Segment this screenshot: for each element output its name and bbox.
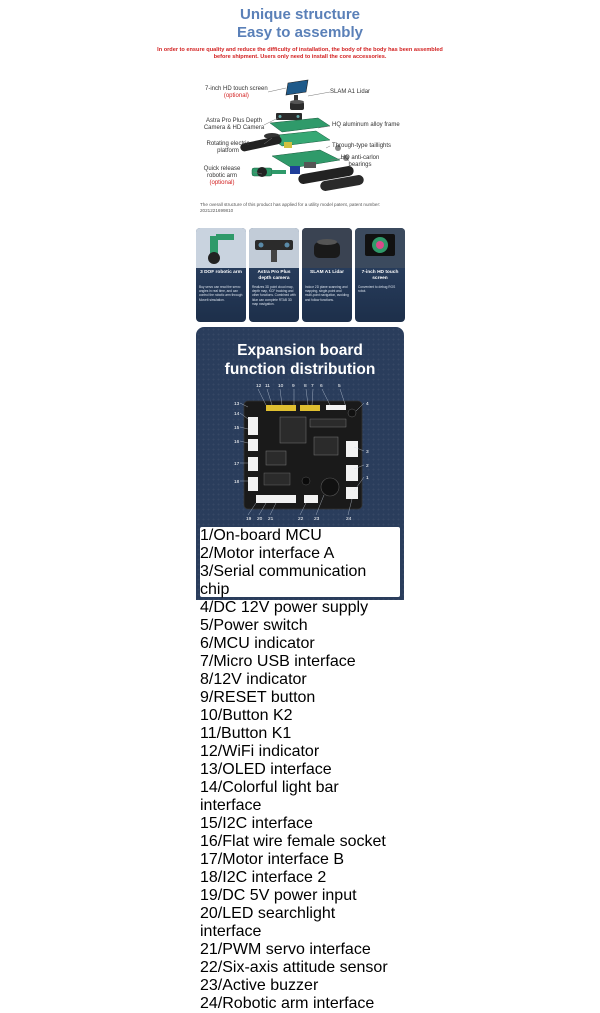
feature-desc: Convenient to debug ROS robot. bbox=[358, 285, 396, 294]
pin-label-top: 12 bbox=[256, 383, 262, 389]
legend-item: 19/DC 5V power input bbox=[200, 887, 357, 904]
pin-label-left: 13 bbox=[234, 401, 240, 407]
legend-item: 14/Colorful light bar interface bbox=[200, 779, 339, 814]
callout-depth-camera: Astra Pro Plus Depth Camera & HD Camera bbox=[203, 118, 265, 131]
pin-label-right: 3 bbox=[366, 449, 369, 455]
callout-lidar: SLAM A1 Lidar bbox=[330, 89, 371, 95]
legend-item: 3/Serial communication chip bbox=[200, 563, 367, 598]
legend-item: 13/OLED interface bbox=[200, 761, 332, 778]
callout-robotic-arm: Quick release robotic arm (optional) bbox=[200, 166, 244, 187]
lidar-part bbox=[290, 100, 304, 110]
legend-item: 7/Micro USB interface bbox=[200, 653, 356, 670]
legend-item: 4/DC 12V power supply bbox=[200, 599, 369, 616]
touch-screen-part bbox=[285, 79, 309, 101]
callout-rotating-platform: Rotating electric platform bbox=[206, 141, 250, 154]
pin-label-bottom: 20 bbox=[257, 516, 263, 522]
feature-desc: Realizes 3D point cloud map, depth map, … bbox=[252, 285, 296, 306]
legend-item: 18/I2C interface 2 bbox=[200, 869, 327, 886]
section-title-line2: Easy to assembly bbox=[237, 24, 363, 41]
legend-item: 15/I2C interface bbox=[200, 815, 313, 832]
pin-label-bottom: 23 bbox=[314, 516, 320, 522]
legend-item: 8/12V indicator bbox=[200, 671, 307, 688]
legend-item: 17/Motor interface B bbox=[200, 851, 345, 868]
callout-frame: HQ aluminum alloy frame bbox=[332, 122, 400, 128]
board-title-line2: function distribution bbox=[224, 361, 376, 378]
patent-note: The overall structure of this product ha… bbox=[200, 202, 381, 213]
feature-card-robotic-arm: 3 DOF robotic arm Buy servo can read the… bbox=[196, 228, 246, 322]
callout-touch-screen: 7-inch HD touch screen (optional) bbox=[205, 86, 268, 99]
assembly-note: In order to ensure quality and reduce th… bbox=[157, 47, 443, 60]
legend-item: 5/Power switch bbox=[200, 617, 308, 634]
robotic-arm-part bbox=[251, 167, 286, 177]
camera-part bbox=[276, 113, 302, 120]
legend-item: 1/On-board MCU bbox=[200, 527, 322, 544]
pin-label-bottom: 24 bbox=[346, 516, 352, 522]
feature-desc: Indoor 2D plane scanning and mapping, si… bbox=[305, 285, 349, 302]
legend-item: 16/Flat wire female socket bbox=[200, 833, 386, 850]
legend-item: 23/Active buzzer bbox=[200, 977, 319, 994]
pin-label-top: 6 bbox=[320, 383, 323, 389]
pin-label-top: 8 bbox=[304, 383, 307, 389]
pin-labels: 12 11 10 9 8 7 6 5 13 14 15 16 17 18 4 3… bbox=[234, 383, 369, 522]
pin-label-right: 2 bbox=[366, 463, 369, 469]
legend-item: 21/PWM servo interface bbox=[200, 941, 371, 958]
feature-title: SLAM A1 Lidar bbox=[310, 270, 344, 275]
legend-item: 2/Motor interface A bbox=[200, 545, 335, 562]
feature-card-touch-screen: 7-inch HD touch screen Convenient to deb… bbox=[355, 228, 405, 322]
legend-item: 24/Robotic arm interface bbox=[200, 995, 375, 1012]
legend-item: 9/RESET button bbox=[200, 689, 316, 706]
pin-label-top: 11 bbox=[265, 383, 270, 389]
callout-touch-screen-optional: (optional) bbox=[223, 93, 249, 99]
pin-label-left: 18 bbox=[234, 479, 240, 485]
legend-item: 11/Button K1 bbox=[200, 725, 292, 742]
pin-label-top: 9 bbox=[292, 383, 295, 389]
feature-card-lidar: SLAM A1 Lidar Indoor 2D plane scanning a… bbox=[302, 228, 352, 322]
feature-title: Astra Pro Plus depth camera bbox=[257, 270, 291, 281]
depth-camera-photo bbox=[249, 228, 299, 268]
pin-label-left: 15 bbox=[234, 425, 240, 431]
robot-exploded-illustration bbox=[240, 79, 364, 191]
pin-label-bottom: 22 bbox=[298, 516, 304, 522]
pin-label-left: 16 bbox=[234, 439, 240, 445]
legend-item: 20/LED searchlight interface bbox=[200, 905, 336, 940]
callout-robotic-arm-optional: (optional) bbox=[209, 180, 235, 186]
expansion-board-diagram: 12 11 10 9 8 7 6 5 13 14 15 16 17 18 4 3… bbox=[234, 383, 369, 522]
callout-taillights: Through-type taillights bbox=[332, 143, 392, 149]
pin-label-left: 17 bbox=[234, 461, 240, 467]
feature-desc: Buy servo can read the servo angles in r… bbox=[199, 285, 243, 302]
legend-item: 22/Six-axis attitude sensor bbox=[200, 959, 388, 976]
legend-item: 6/MCU indicator bbox=[200, 635, 315, 652]
feature-title: 3 DOF robotic arm bbox=[200, 270, 242, 275]
legend-item: 10/Button K2 bbox=[200, 707, 293, 724]
legend-item: 12/WiFi indicator bbox=[200, 743, 320, 760]
board-title-line1: Expansion board bbox=[237, 342, 363, 359]
pin-label-right: 1 bbox=[366, 475, 369, 481]
feature-title: 7-inch HD touch screen bbox=[361, 270, 399, 281]
function-legend: 1/On-board MCU 2/Motor interface A 3/Ser… bbox=[200, 527, 400, 1012]
lidar-photo bbox=[302, 228, 352, 268]
pin-label-bottom: 21 bbox=[268, 516, 274, 522]
section-title-line1: Unique structure bbox=[239, 6, 360, 23]
feature-card-depth-camera: Astra Pro Plus depth camera Realizes 3D … bbox=[249, 228, 299, 322]
pin-label-left: 14 bbox=[234, 411, 240, 417]
pin-label-top: 7 bbox=[311, 383, 314, 389]
pin-label-right: 4 bbox=[366, 401, 369, 407]
touch-screen-photo bbox=[355, 228, 405, 268]
pin-label-top: 5 bbox=[338, 383, 341, 389]
robotic-arm-photo bbox=[196, 228, 246, 268]
callout-bearings: HQ anti-carlon bearings bbox=[340, 155, 380, 168]
pin-label-bottom: 19 bbox=[246, 516, 252, 522]
pin-label-top: 10 bbox=[278, 383, 284, 389]
